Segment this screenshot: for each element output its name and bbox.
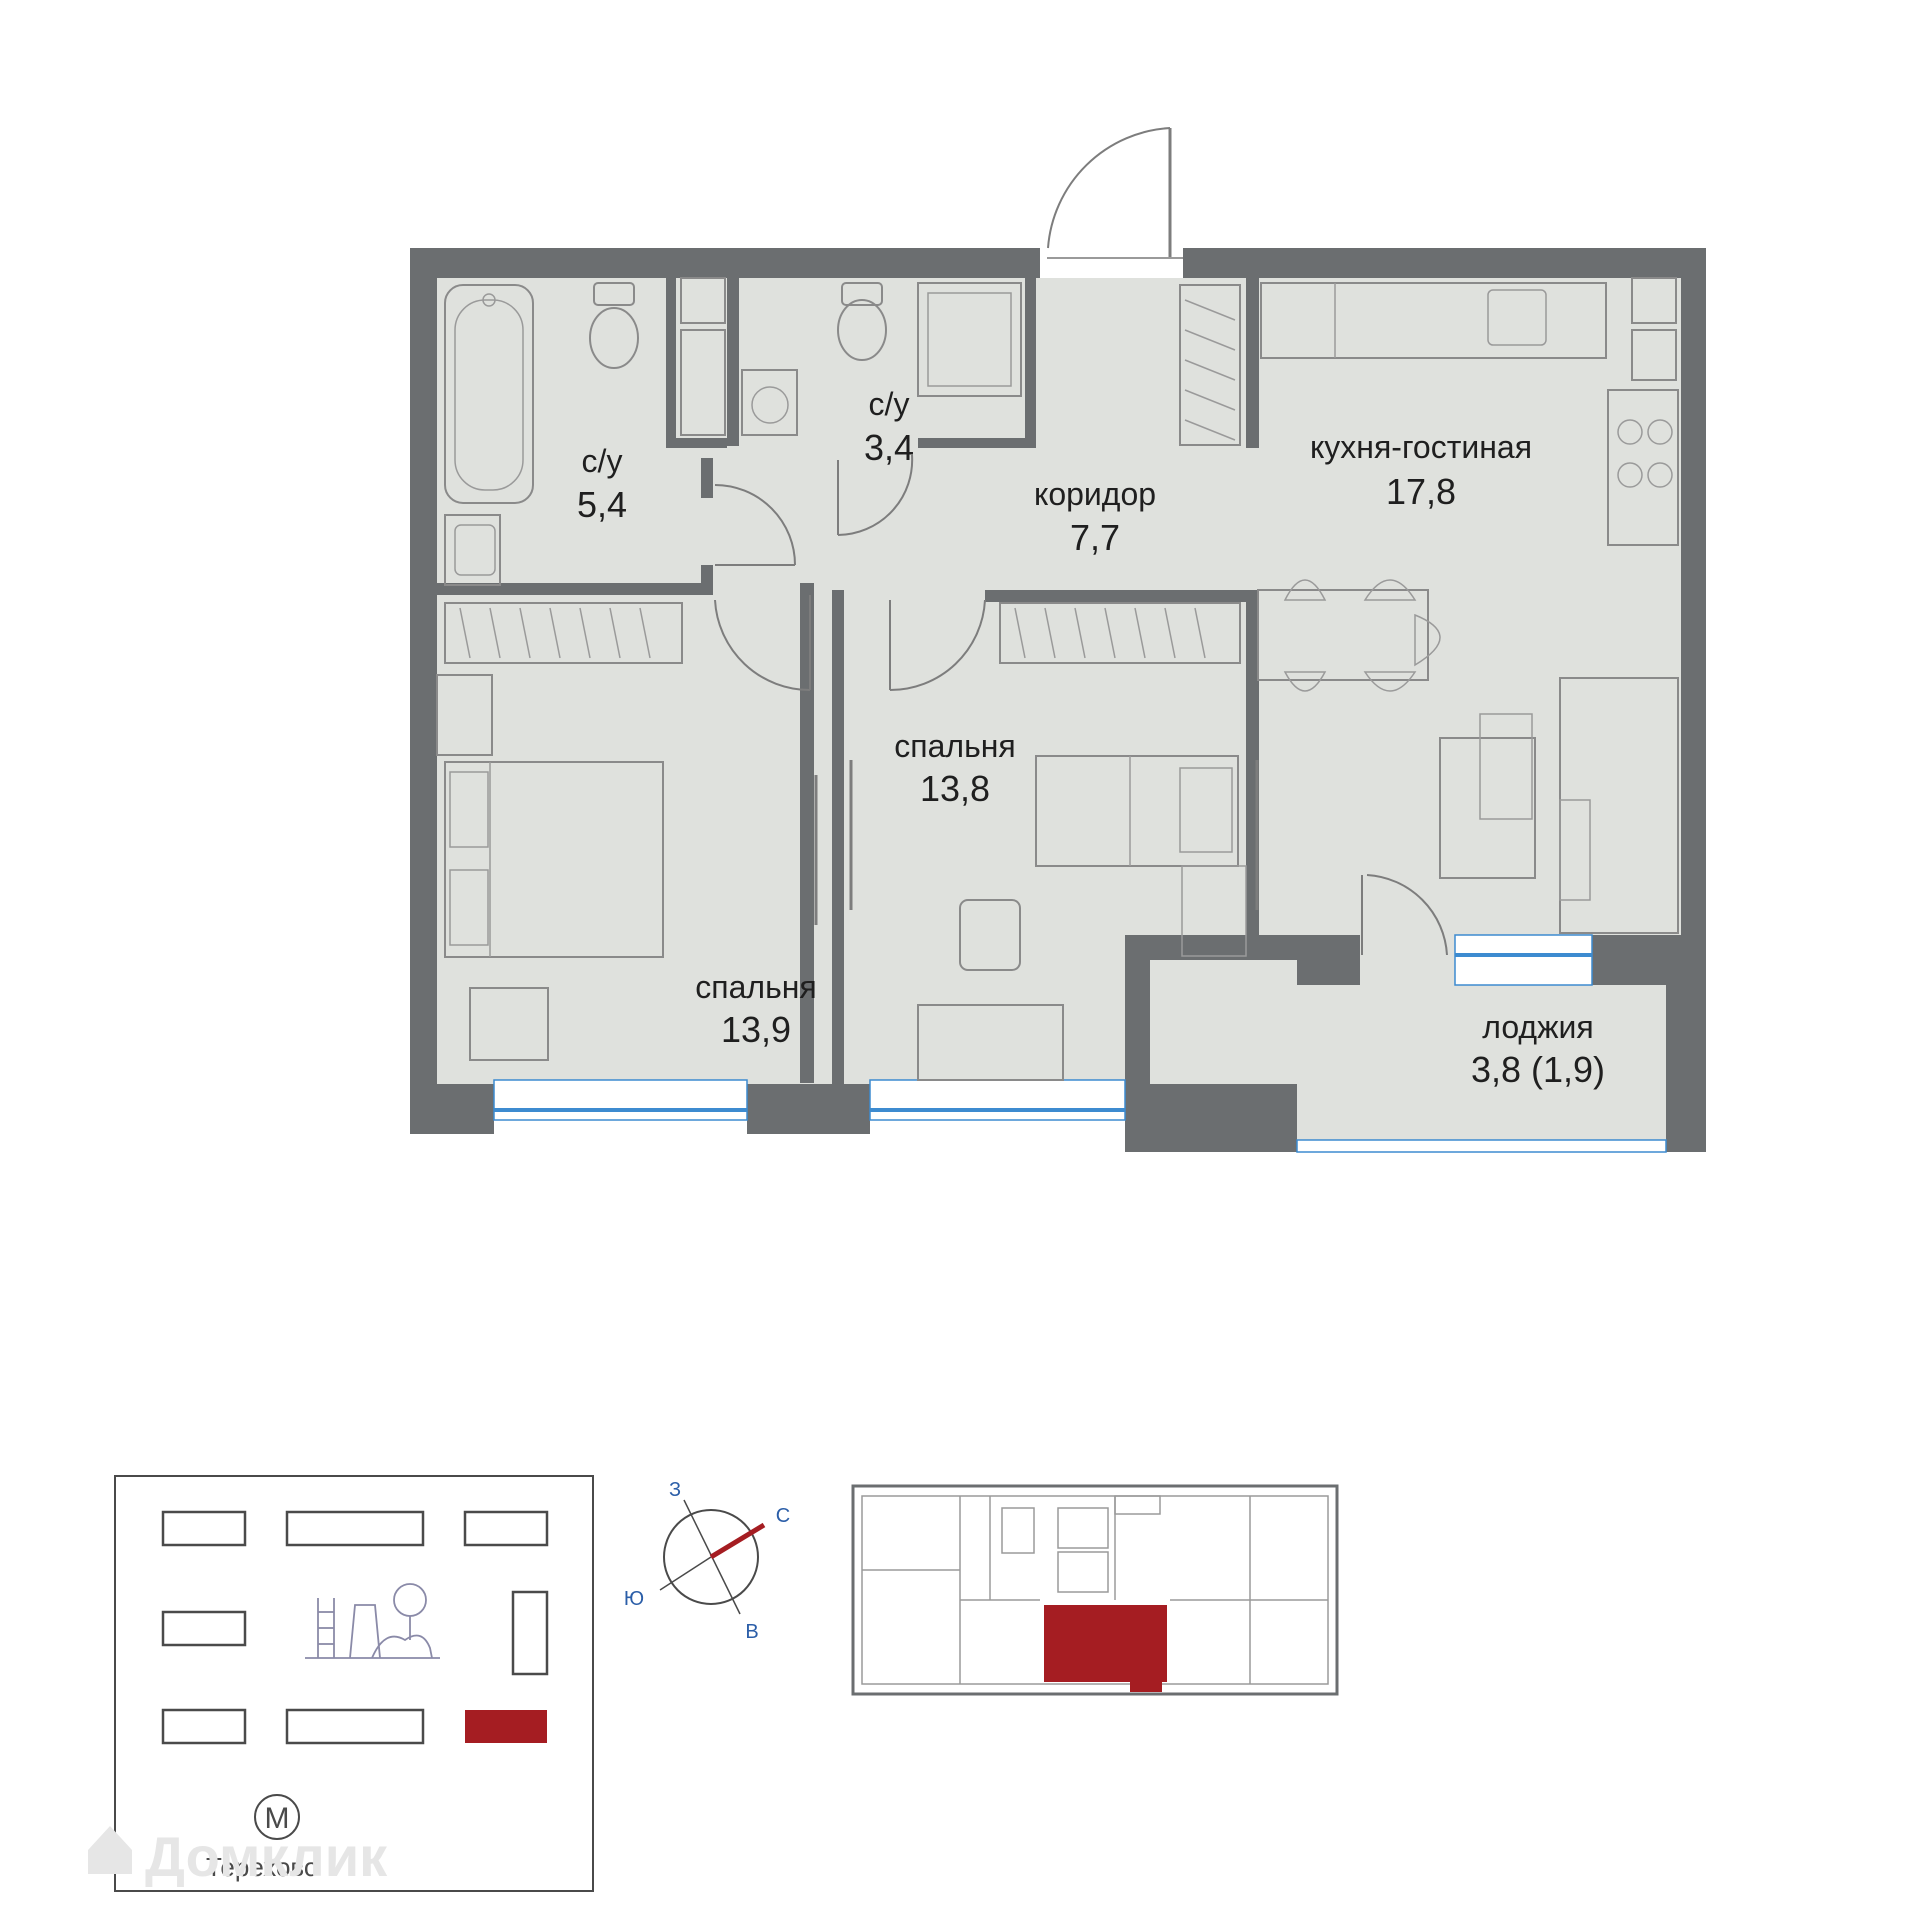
room-label-kitchen: кухня-гостиная: [1310, 429, 1532, 465]
room-label-corridor: коридор: [1034, 476, 1156, 512]
metro-icon: М: [254, 1794, 300, 1840]
room-label-bath1: с/у: [582, 443, 623, 479]
room-area-bedroom1: 13,8: [920, 768, 990, 809]
room-area-bedroom2: 13,9: [721, 1009, 791, 1050]
site-plan: М Терехово: [114, 1475, 594, 1892]
room-area-loggia: 3,8 (1,9): [1471, 1049, 1605, 1090]
watermark: Домклик: [88, 1825, 388, 1888]
room-area-kitchen: 17,8: [1386, 471, 1456, 512]
house-logo-icon: [88, 1826, 132, 1874]
floor-thumbnail: [851, 1484, 1339, 1696]
room-labels: с/у 5,4 с/у 3,4 коридор 7,7 кухня-гостин…: [577, 386, 1605, 1090]
outer-walls: [410, 248, 1706, 1152]
room-area-corridor: 7,7: [1070, 517, 1120, 558]
playground-icon: [305, 1583, 440, 1659]
windows: [493, 934, 1667, 1153]
room-label-bath2: с/у: [869, 386, 910, 422]
compass-east: В: [745, 1621, 758, 1643]
room-area-bath2: 3,4: [864, 427, 914, 468]
furniture: [436, 277, 1679, 1081]
interior-doors: [714, 454, 1448, 956]
room-label-bedroom2: спальня: [695, 969, 816, 1005]
site-buildings: [161, 1510, 549, 1745]
metro-symbol: М: [265, 1802, 290, 1835]
room-label-bedroom1: спальня: [894, 728, 1015, 764]
room-label-loggia: лоджия: [1482, 1009, 1593, 1045]
watermark-text: Домклик: [145, 1825, 388, 1888]
site-building-highlighted: [465, 1710, 547, 1743]
room-area-bath1: 5,4: [577, 484, 627, 525]
compass-north: С: [776, 1505, 790, 1527]
apartment-plan: с/у 5,4 с/у 3,4 коридор 7,7 кухня-гостин…: [410, 127, 1706, 1153]
entrance-door[interactable]: [1040, 127, 1183, 278]
compass: З С Ю В: [624, 1479, 790, 1643]
compass-south: Ю: [624, 1588, 644, 1610]
metro-station-name: Терехово: [206, 1852, 318, 1882]
loggia-floor: [1297, 985, 1667, 1145]
compass-west: З: [669, 1479, 681, 1501]
